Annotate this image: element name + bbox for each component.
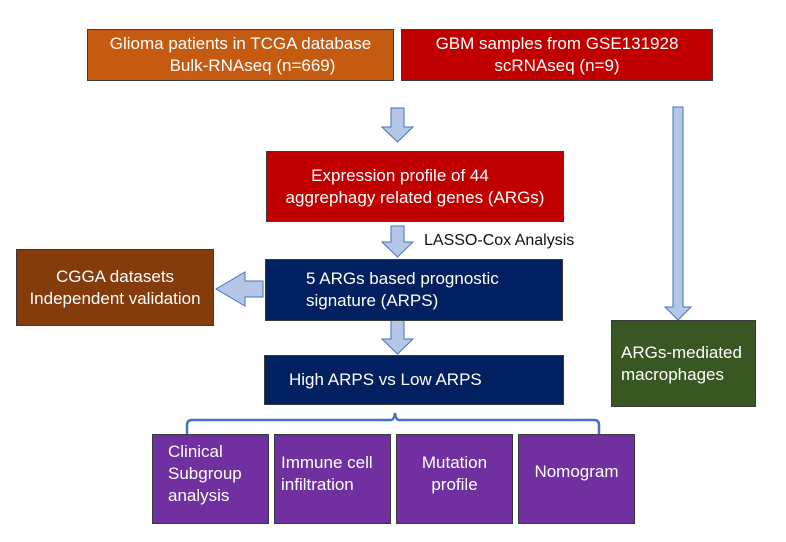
node-tcga-line2: Bulk-RNAseq (n=669) (169, 56, 336, 75)
edge-label-lasso-cox: LASSO-Cox Analysis (424, 232, 575, 249)
node-cgga-line1: CGGA datasets (55, 266, 175, 286)
node-gse-scrnaseq: GBM samples from GSE131928 scRNAseq (n=9… (401, 29, 713, 81)
node-signature-line1: 5 ARGs based prognostic (306, 269, 499, 288)
node-high-low-line1: High ARPS vs Low ARPS (289, 370, 482, 389)
node-mutation-profile: Mutation profile (396, 434, 513, 524)
node-clinical-line3: analysis (168, 486, 230, 505)
arrow-left-signature-to-cgga (215, 271, 264, 307)
node-high-vs-low-arps: High ARPS vs Low ARPS (264, 355, 564, 405)
node-args-macrophages: ARGs-mediated macrophages (611, 320, 756, 407)
node-gse-line1: GBM samples from GSE131928 (435, 34, 679, 53)
node-expression-line2: aggrephagy related genes (ARGs) (285, 187, 545, 207)
arrow-down-tcga-to-expression (380, 107, 415, 143)
node-immune-line1: Immune cell (281, 453, 373, 472)
node-nomogram: Nomogram (518, 434, 635, 524)
arrow-down-expression-to-signature (380, 225, 415, 258)
node-arps-signature: 5 ARGs based prognostic signature (ARPS) (265, 259, 563, 321)
node-macrophages-line2: macrophages (621, 364, 725, 384)
node-immune-line2: infiltration (281, 475, 354, 494)
node-mutation-line2: profile (431, 475, 478, 494)
node-clinical-line2: Subgroup (168, 464, 242, 483)
node-clinical-subgroup: Clinical Subgroup analysis (152, 434, 269, 524)
node-signature-line2: signature (ARPS) (306, 291, 439, 310)
node-expression-profile: Expression profile of 44 aggrephagy rela… (266, 151, 564, 222)
node-immune-infiltration: Immune cell infiltration (274, 434, 391, 524)
node-cgga-line2: Independent validation (29, 288, 201, 308)
node-gse-line2: scRNAseq (n=9) (494, 56, 620, 75)
node-tcga-bulk-rnaseq: Glioma patients in TCGA database Bulk-RN… (87, 29, 394, 81)
node-cgga-validation: CGGA datasets Independent validation (16, 249, 214, 326)
node-expression-line1: Expression profile of 44 (311, 165, 489, 185)
arrow-down-gse-to-macrophages (663, 106, 693, 321)
node-nomogram-line1: Nomogram (534, 462, 619, 481)
node-tcga-line1: Glioma patients in TCGA database (109, 34, 372, 53)
branch-bracket (185, 412, 601, 434)
arrow-down-signature-to-highlow (380, 318, 415, 355)
node-clinical-line1: Clinical (168, 442, 223, 461)
node-macrophages-line1: ARGs-mediated (621, 342, 742, 362)
node-mutation-line1: Mutation (421, 453, 488, 472)
